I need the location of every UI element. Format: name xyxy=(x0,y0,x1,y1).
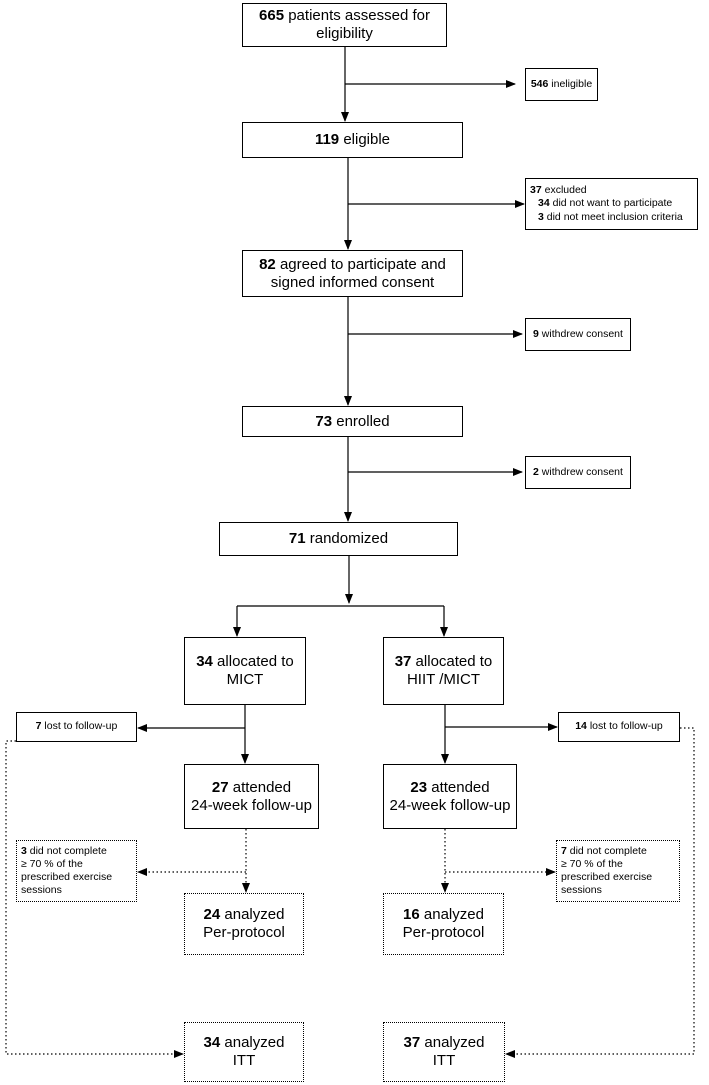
randomized-box: 71 randomized xyxy=(219,522,458,556)
dotted-lost-hiit-to-itt xyxy=(505,727,695,1058)
withdrew-consent-box-2: 2 withdrew consent xyxy=(525,456,631,489)
dotted-lost-mict-to-itt xyxy=(5,740,184,1058)
allocated-mict-box: 34 allocated to MICT xyxy=(184,637,306,705)
eligible-box: 119 eligible xyxy=(242,122,463,158)
lost-followup-hiit-box: 14 lost to follow-up xyxy=(558,712,680,742)
per-protocol-hiit-box: 16 analyzed Per-protocol xyxy=(383,893,504,955)
itt-mict-box: 34 analyzed ITT xyxy=(184,1022,304,1082)
withdrew-consent-box-1: 9 withdrew consent xyxy=(525,318,631,351)
lost-followup-mict-box: 7 lost to follow-up xyxy=(16,712,137,742)
enrolled-box: 73 enrolled xyxy=(242,406,463,437)
excluded-box: 37 excluded 34 did not want to participa… xyxy=(525,178,698,230)
not-complete-mict-box: 3 did not complete ≥ 70 % of the prescri… xyxy=(16,840,137,902)
allocated-hiit-box: 37 allocated to HIIT /MICT xyxy=(383,637,504,705)
agreed-box: 82 agreed to participate and signed info… xyxy=(242,250,463,297)
assessed-box: 665 patients assessed for eligibility xyxy=(242,3,447,47)
per-protocol-mict-box: 24 analyzed Per-protocol xyxy=(184,893,304,955)
itt-hiit-box: 37 analyzed ITT xyxy=(383,1022,505,1082)
attended-mict-box: 27 attended 24-week follow-up xyxy=(184,764,319,829)
assessed-line1: 665 patients assessed for xyxy=(259,7,430,24)
attended-hiit-box: 23 attended 24-week follow-up xyxy=(383,764,517,829)
ineligible-box: 546 ineligible xyxy=(525,68,598,101)
assessed-line2: eligibility xyxy=(316,25,373,42)
not-complete-hiit-box: 7 did not complete ≥ 70 % of the prescri… xyxy=(556,840,680,902)
